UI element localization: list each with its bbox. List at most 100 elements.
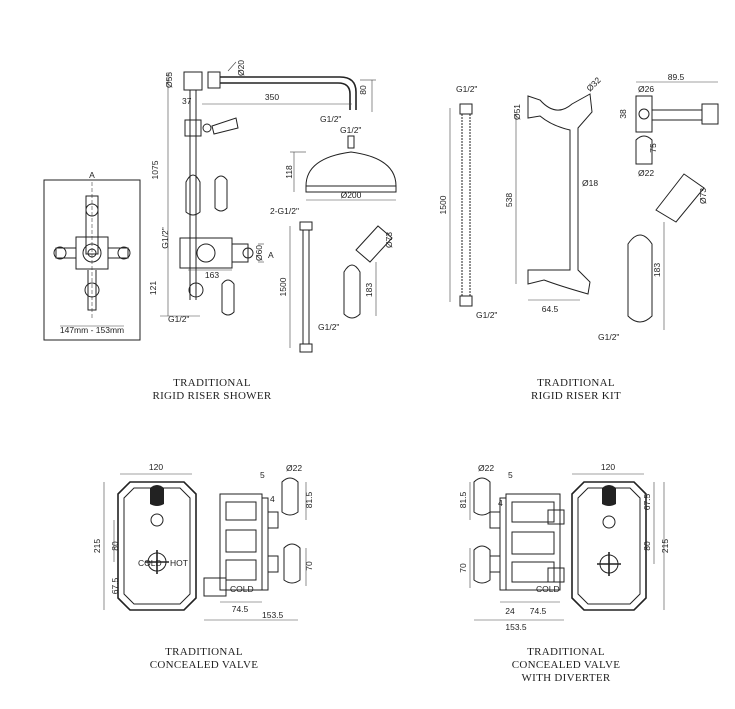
riser-top-fitting [183, 71, 203, 91]
kit-handset-diameter-label: Ø73 [698, 188, 708, 204]
hose [302, 230, 310, 344]
lower-riser-nut [188, 282, 204, 298]
valve-side-upper-handle [281, 477, 299, 516]
diverter-faceplate [571, 481, 647, 611]
front-lower-stem [87, 270, 97, 311]
diverter-plate-thickness-label: 5 [508, 470, 513, 480]
handset-length-label: 183 [364, 283, 374, 297]
diverter-side-faceplate [499, 497, 507, 591]
hose-thread-label: 2-G1/2" [270, 206, 299, 216]
lower-handle [221, 279, 235, 316]
diverter-outlet-box [547, 509, 565, 525]
kit-hose-bottom-thread-label: G1/2" [476, 310, 497, 320]
handset-thread-label: G1/2" [318, 322, 339, 332]
riser-height-label: 1075 [150, 160, 160, 179]
diverter-upper-height-label: 81.5 [458, 491, 468, 508]
caption-rigid-riser-shower-line1: TRADITIONAL [173, 377, 251, 389]
shower-head-dome [305, 151, 397, 187]
lower-height-label: 121 [148, 281, 158, 295]
valve-body-depth-label: 74.5 [232, 604, 249, 614]
section-a-label: A [268, 250, 274, 260]
hose-top-fitting [299, 221, 313, 231]
diverter-upper-spindle [489, 511, 501, 529]
diverter-body-side [505, 493, 561, 591]
valve-faceplate-inner [123, 487, 191, 605]
front-valve-boss [82, 243, 102, 263]
front-view-label: A [89, 170, 95, 180]
kit-slider-knob-end [701, 103, 719, 125]
kit-slider-arm [651, 109, 703, 121]
valve-diameter-label: Ø60 [254, 245, 264, 261]
shower-arm-inner [220, 82, 351, 110]
arm-wall-nut [207, 71, 221, 89]
diverter-side-upper-handle [473, 477, 491, 516]
arm-length-label: 350 [265, 92, 279, 102]
kit-holder [635, 135, 653, 165]
kit-hose-length-label: 1500 [438, 195, 448, 214]
valve-plate-height-label: 215 [92, 539, 102, 553]
caption-concealed-diverter-line2: CONCEALED VALVE [512, 659, 621, 671]
valve-plate-thickness-label: 5 [260, 470, 265, 480]
kit-riser-rail [527, 93, 593, 295]
shower-arm [220, 76, 357, 110]
diverter-body-depth-label: 74.5 [530, 606, 547, 616]
valve-side-nut [242, 247, 254, 259]
valve-plate-width-label: 120 [149, 462, 163, 472]
kit-bracket-projection-label: 64.5 [542, 304, 559, 314]
valve-total-depth-label: 153.5 [262, 610, 284, 620]
arm-outlet-thread-label: G1/2" [320, 114, 341, 124]
front-valve-core [87, 248, 97, 258]
kit-hose-bottom-fitting [459, 295, 473, 307]
diverter-faceplate-inner [577, 487, 641, 605]
front-view-frame [43, 179, 141, 341]
diverter-plate-offset-label: 24 [505, 606, 515, 616]
kit-slider-width-label: 89.5 [668, 72, 685, 82]
caption-rigid-riser-kit-line1: TRADITIONAL [537, 377, 615, 389]
caption-concealed-diverter-line1: TRADITIONAL [527, 646, 605, 658]
valve-lower-height-label: 70 [304, 561, 314, 571]
front-span-label: 147mm - 153mm [60, 325, 124, 335]
diverter-total-depth-label: 153.5 [505, 622, 527, 632]
handset-diameter-label: Ø73 [384, 232, 394, 248]
valve-inlet-cold-label: COLD [230, 584, 254, 594]
front-top-nut [85, 203, 99, 217]
slider-lever [211, 117, 239, 135]
shower-head-rose [305, 185, 397, 193]
arm-diameter-label: Ø20 [236, 60, 246, 76]
diverter-handle-diameter-label: Ø22 [478, 463, 494, 473]
kit-hose [461, 114, 471, 296]
diverter-plate-width-label: 120 [601, 462, 615, 472]
hose-bottom-fitting [299, 343, 313, 353]
valve-top-handle [150, 485, 164, 506]
caption-rigid-riser-shower-line2: RIGID RISER SHOWER [152, 390, 271, 402]
left-inlet-thread-label: G1/2" [160, 227, 170, 248]
valve-lower-spindle [267, 555, 279, 573]
valve-handle-diameter-label: Ø22 [286, 463, 302, 473]
front-upper-body [85, 195, 99, 255]
diverter-top-boss [602, 515, 616, 529]
kit-slider-block [635, 95, 653, 133]
upper-handle [185, 174, 201, 216]
riser-slider-block [184, 119, 202, 137]
front-lower-nut [84, 282, 100, 298]
valve-faceplate [117, 481, 197, 611]
valve-inlet-elbow [203, 577, 227, 597]
valve-upper-spindle [267, 511, 279, 529]
kit-slider-diameter-label: Ø26 [638, 84, 654, 94]
valve-temp-cross-handle [145, 550, 169, 574]
concealed-valve-drawing: 120 COLD HOT 215 80 67.5 COLD Ø22 5 4 81… [92, 462, 314, 621]
kit-hose-top-thread-label: G1/2" [456, 84, 477, 94]
arm-diameter-leader [227, 61, 237, 72]
valve-body-chambers [225, 501, 257, 581]
diverter-top-handle [602, 485, 616, 506]
valve-top-boss [150, 513, 164, 527]
kit-rail-height-label: 538 [504, 193, 514, 207]
valve-cold-label: COLD [138, 558, 162, 568]
offset-37-label: 37 [182, 96, 192, 106]
kit-rail-diameter-label: Ø18 [582, 178, 598, 188]
kit-handset-handle [627, 234, 653, 323]
valve-centres-label: 80 [110, 541, 120, 551]
head-inlet-thread-label: G1/2" [340, 125, 361, 135]
rigid-riser-kit-drawing: G1/2" 1500 G1/2" 538 Ø51 Ø32 Ø18 64.5 89… [438, 72, 719, 342]
